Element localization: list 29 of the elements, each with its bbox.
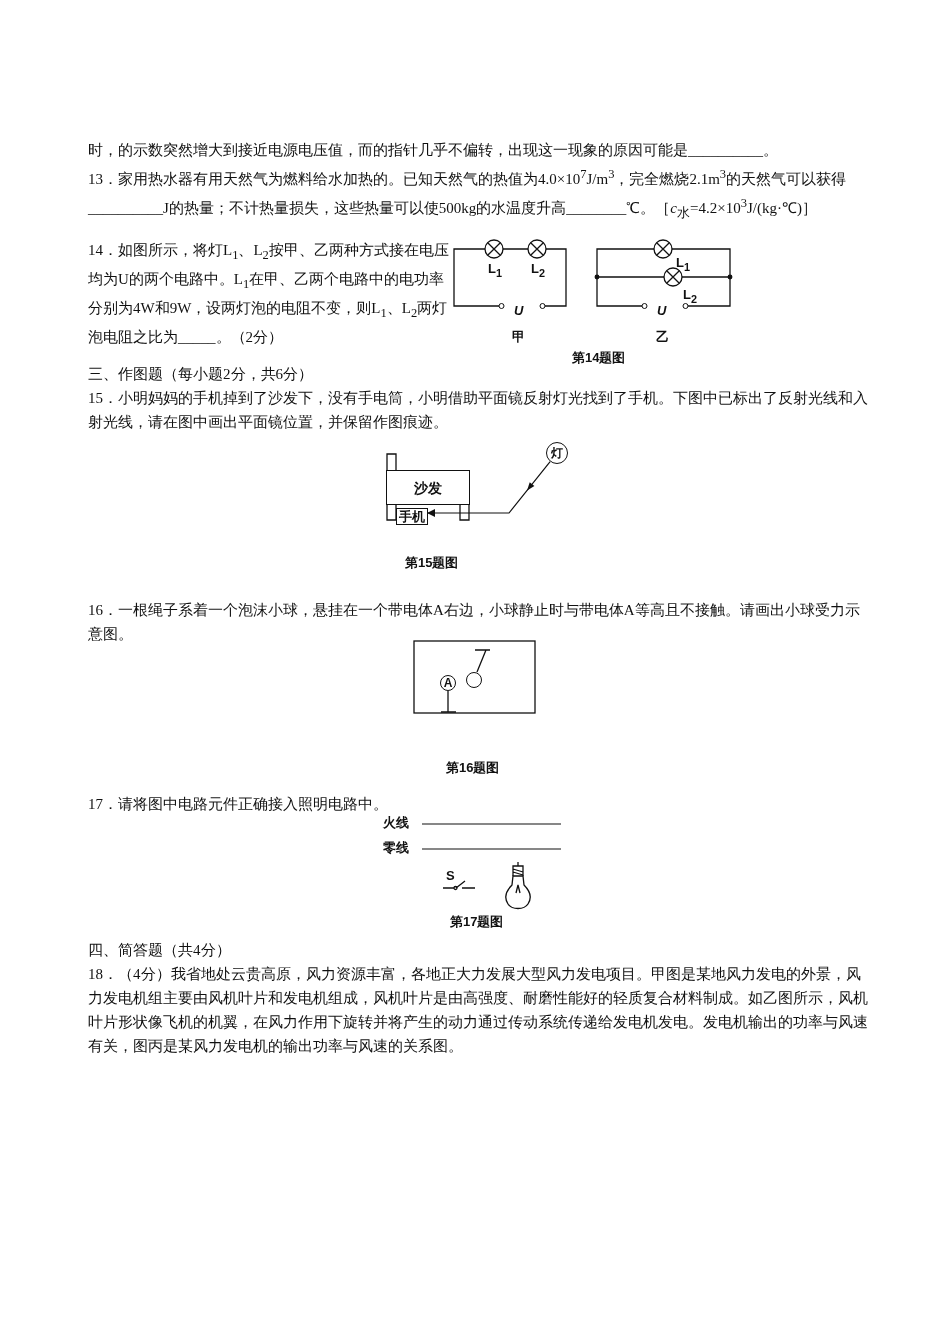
ball-circle bbox=[466, 672, 482, 688]
question-text: 16．一根绳子系着一个泡沫小球，悬挂在一个带电体A右边，小球静止时与带电体A等高且不接触。请画出小球受力示意图。 bbox=[88, 601, 861, 644]
wire-label: 火线 bbox=[383, 816, 409, 830]
circuit-name: 乙 bbox=[656, 330, 669, 344]
lamp-circle: 灯 bbox=[546, 442, 568, 464]
lamp-label: L$_{1}$ bbox=[676, 256, 690, 274]
question-text: 13．家用热水器有用天然气为燃料给水加热的。已知天然气的热值为4.0×10$^{7}$J/m$^{3}$，完全燃烧2.1m$^{3}$的天然气可以获得__________J的热量；不计热量损失，这些热量可以使500kg的水温度升高________℃。［c$_{水}$=4.2×10$^{3}$J/(kg·℃)］ bbox=[88, 166, 848, 222]
phone-box: 手机 bbox=[396, 508, 428, 525]
figure-caption: 第17题图 bbox=[450, 914, 504, 930]
circuit-name: 甲 bbox=[512, 330, 525, 344]
question-text: 14．如图所示，将灯L$_{1}$、L$_{2}$按甲、乙两种方式接在电压均为U的两个电路中。L$_{1}$在甲、乙两个电路中的电功率分别为4W和9W，设两灯泡的电阻不变，则L$_{1}$、L$_{2}$两灯泡电阻之比为_____。（2分） bbox=[88, 241, 450, 347]
question-text: 时，的示数突然增大到接近电源电压值，而的指针几乎不偏转，出现这一现象的原因可能是__________。 bbox=[88, 141, 779, 160]
voltage-label: U bbox=[514, 304, 524, 318]
charged-body-circle: A bbox=[440, 675, 456, 691]
wire-label: 零线 bbox=[383, 841, 409, 855]
question-text: 17．请将图中电路元件正确接入照明电路中。 bbox=[88, 795, 389, 814]
section-heading: 三、作图题（每小题2分，共6分） bbox=[88, 365, 313, 384]
lamp-label: L$_{1}$ bbox=[488, 262, 502, 280]
figure-caption: 第16题图 bbox=[446, 760, 500, 776]
lamp-label: L$_{2}$ bbox=[531, 262, 545, 280]
figure-caption: 第15题图 bbox=[405, 555, 459, 571]
switch-label: S bbox=[446, 869, 455, 883]
section-heading: 四、简答题（共4分） bbox=[88, 941, 232, 960]
figure-caption: 第14题图 bbox=[572, 350, 626, 366]
question-text: 15．小明妈妈的手机掉到了沙发下，没有手电筒，小明借助平面镜反射灯光找到了手机。下图中已标出了反射光线和入射光线，请在图中画出平面镜位置，并保留作图痕迹。 bbox=[88, 389, 868, 432]
sofa-box: 沙发 bbox=[386, 470, 470, 505]
lamp-label: L$_{2}$ bbox=[683, 288, 697, 306]
voltage-label: U bbox=[657, 304, 667, 318]
question-text: 18．（4分）我省地处云贵高原，风力资源丰富，各地正大力发展大型风力发电项目。甲图是某地风力发电的外景，风力发电机组主要由风机叶片和发电机组成，风机叶片是由高强度、耐磨性能好的轻质复合材料制成。如乙图所示，风机叶片形状像飞机的机翼，在风力作用下旋转并将产生的动力通过传动系统传递给发电机发电。发电机输出的功率与风速有关，图丙是某风力发电机的输出功率与风速的关系图。 bbox=[88, 965, 868, 1056]
